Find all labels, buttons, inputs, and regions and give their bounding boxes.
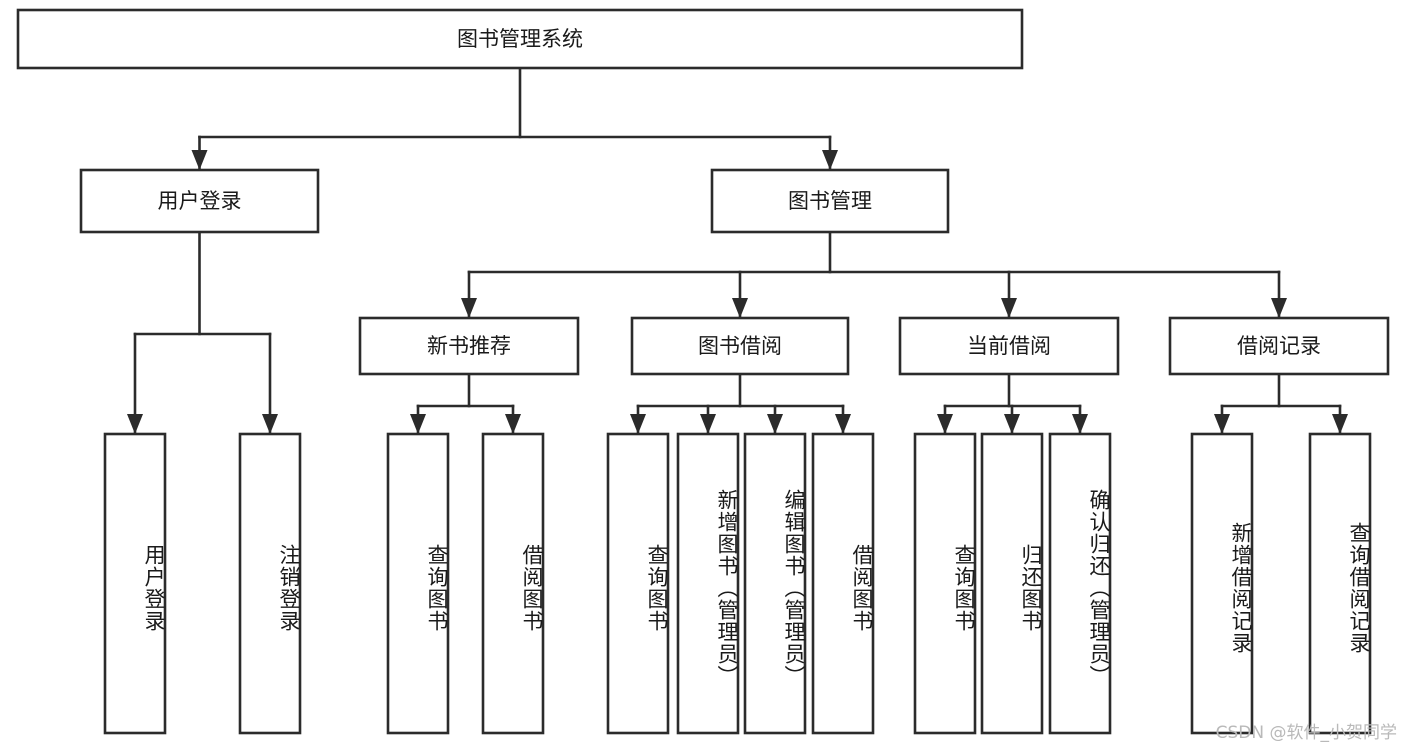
arrow-down-icon-leaf-borrow-book-1 bbox=[505, 414, 521, 434]
node-box-leaf-add-record[interactable] bbox=[1190, 432, 1254, 735]
node-label-current-borrow: 当前借阅 bbox=[967, 334, 1051, 358]
arrow-down-icon-leaf-add-record bbox=[1214, 414, 1230, 434]
node-label-root: 图书管理系统 bbox=[457, 27, 583, 51]
node-box-leaf-query-book-1[interactable] bbox=[386, 432, 450, 735]
node-label-new-book-recommend: 新书推荐 bbox=[427, 334, 511, 358]
node-box-leaf-return-book[interactable] bbox=[980, 432, 1044, 735]
node-box-leaf-query-record[interactable] bbox=[1308, 432, 1372, 735]
arrow-down-icon-leaf-query-book-2 bbox=[630, 414, 646, 434]
connector-layer bbox=[127, 66, 1348, 434]
node-box-leaf-borrow-book-1[interactable] bbox=[481, 432, 545, 735]
arrow-down-icon-new-book-recommend bbox=[461, 298, 477, 318]
arrow-down-icon-leaf-query-book-3 bbox=[937, 414, 953, 434]
node-box-leaf-query-book-3[interactable] bbox=[913, 432, 977, 735]
node-label-borrow-record: 借阅记录 bbox=[1237, 334, 1321, 358]
arrow-down-icon-leaf-query-book-1 bbox=[410, 414, 426, 434]
node-box-borrow-record[interactable] bbox=[1168, 316, 1390, 376]
node-box-leaf-query-book-2[interactable] bbox=[606, 432, 670, 735]
node-box-new-book-recommend[interactable] bbox=[358, 316, 580, 376]
arrow-down-icon-leaf-user-logout bbox=[262, 414, 278, 434]
node-box-book-manage[interactable] bbox=[710, 168, 950, 234]
node-label-user-login: 用户登录 bbox=[158, 189, 242, 213]
node-box-leaf-user-login[interactable] bbox=[103, 432, 167, 735]
node-box-leaf-user-logout[interactable] bbox=[238, 432, 302, 735]
node-box-leaf-add-book[interactable] bbox=[676, 432, 740, 735]
node-box-user-login[interactable] bbox=[79, 168, 320, 234]
node-box-current-borrow[interactable] bbox=[898, 316, 1120, 376]
arrow-down-icon-user-login bbox=[191, 150, 208, 170]
arrow-down-icon-leaf-borrow-book-2 bbox=[835, 414, 851, 434]
node-label-book-manage: 图书管理 bbox=[788, 189, 872, 213]
arrow-down-icon-book-borrow bbox=[732, 298, 748, 318]
node-box-leaf-confirm-return[interactable] bbox=[1048, 432, 1112, 735]
node-box-leaf-edit-book[interactable] bbox=[743, 432, 807, 735]
arrow-down-icon-current-borrow bbox=[1001, 298, 1017, 318]
arrow-down-icon-leaf-return-book bbox=[1004, 414, 1020, 434]
arrow-down-icon-leaf-query-record bbox=[1332, 414, 1348, 434]
watermark-text: CSDN @软件_小贺同学 bbox=[1215, 723, 1397, 743]
node-box-book-borrow[interactable] bbox=[630, 316, 850, 376]
arrow-down-icon-leaf-user-login bbox=[127, 414, 143, 434]
arrow-down-icon-leaf-edit-book bbox=[767, 414, 783, 434]
node-box-root[interactable] bbox=[16, 8, 1024, 70]
node-label-book-borrow: 图书借阅 bbox=[698, 334, 782, 358]
arrow-down-icon-leaf-add-book bbox=[700, 414, 716, 434]
node-box-layer bbox=[16, 8, 1390, 735]
arrow-down-icon-leaf-confirm-return bbox=[1072, 414, 1088, 434]
arrow-down-icon-book-manage bbox=[822, 150, 838, 170]
node-box-leaf-borrow-book-2[interactable] bbox=[811, 432, 875, 735]
arrow-down-icon-borrow-record bbox=[1271, 298, 1287, 318]
